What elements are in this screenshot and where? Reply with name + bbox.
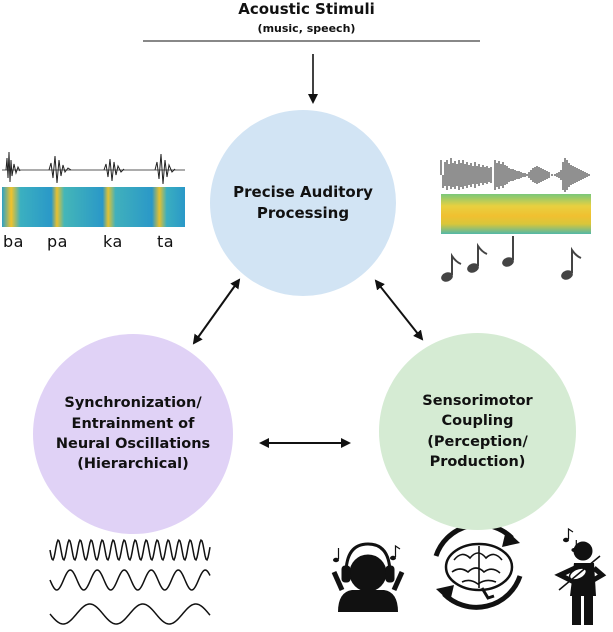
node-sensorimotor-coupling: Sensorimotor Coupling (Perception/ Produ… <box>379 333 576 530</box>
speech-waveform-icon <box>2 151 185 185</box>
node-sync-line2: Entrainment of <box>71 415 195 432</box>
node-sens-line3: (Perception/ <box>427 433 528 450</box>
syllable-label: ka <box>103 232 123 251</box>
syllable-label: ba <box>3 232 24 251</box>
arrow-auditory-sync <box>192 278 241 345</box>
music-spectrogram-icon <box>441 194 591 234</box>
node-synchronization: Synchronization/ Entrainment of Neural O… <box>33 334 233 534</box>
music-waveform-icon <box>440 158 590 192</box>
speech-spectrogram-icon <box>2 187 185 227</box>
node-auditory-processing: Precise Auditory Processing <box>210 110 396 296</box>
node-auditory-line1: Precise Auditory <box>233 183 373 201</box>
node-sens-line2: Coupling <box>441 413 514 430</box>
diagram-title: Acoustic Stimuli <box>238 0 375 18</box>
node-sync-line1: Synchronization/ <box>64 395 202 412</box>
node-sens-line1: Sensorimotor <box>422 392 533 409</box>
node-sync-line3: Neural Oscillations <box>55 436 211 452</box>
diagram-subtitle: (music, speech) <box>257 22 356 35</box>
arrow-auditory-sensorimotor <box>374 279 424 341</box>
oscillation-waves-icon <box>49 538 211 625</box>
music-notes-icon <box>441 236 582 282</box>
syllable-label: pa <box>47 232 68 251</box>
node-auditory-line2: Processing <box>256 204 350 222</box>
headphones-listener-icon <box>331 542 405 612</box>
violinist-icon <box>554 527 607 625</box>
node-sens-line4: Production) <box>429 453 526 470</box>
brain-cycle-icon <box>433 522 523 610</box>
node-sync-line4: (Hierarchical) <box>77 456 189 473</box>
syllable-label: ta <box>157 232 175 251</box>
